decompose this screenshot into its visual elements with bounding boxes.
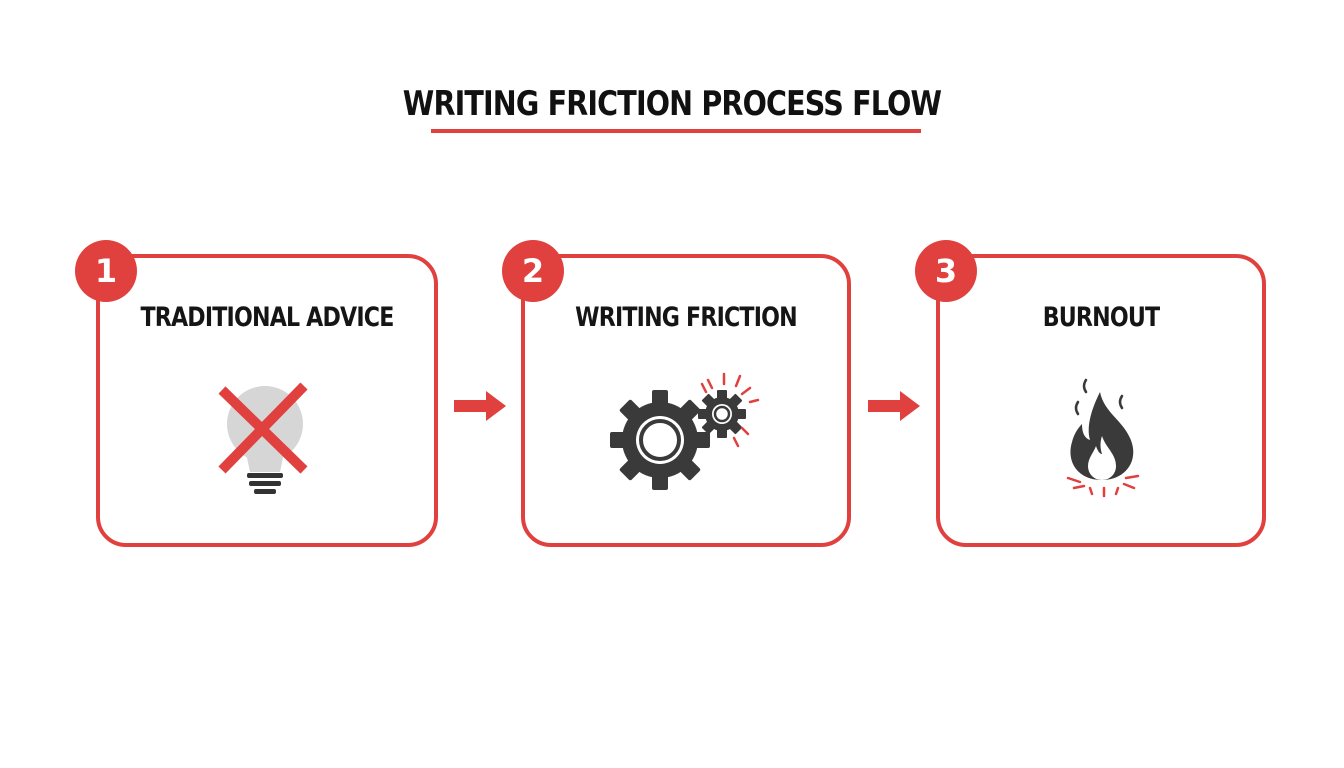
step-badge-1: 1 [75, 240, 137, 302]
title: WRITING FRICTION PROCESS FLOW [402, 84, 942, 124]
step-label-2: WRITING FRICTION [575, 302, 798, 333]
flow-arrow-2 [866, 389, 922, 427]
title-underline [431, 129, 921, 133]
grinding-gears-icon [606, 368, 766, 502]
step-card-3: BURNOUT [936, 254, 1266, 547]
step-card-1: TRADITIONAL ADVICE [96, 254, 438, 547]
step-card-2: WRITING FRICTION [521, 254, 851, 547]
step-label-1: TRADITIONAL ADVICE [140, 302, 394, 333]
step-badge-2: 2 [502, 240, 564, 302]
flow-arrow-1 [452, 389, 508, 427]
crossed-out-lightbulb-icon [210, 378, 320, 504]
flame-icon [1060, 374, 1144, 504]
step-label-3: BURNOUT [1042, 302, 1160, 333]
step-badge-3: 3 [915, 240, 977, 302]
